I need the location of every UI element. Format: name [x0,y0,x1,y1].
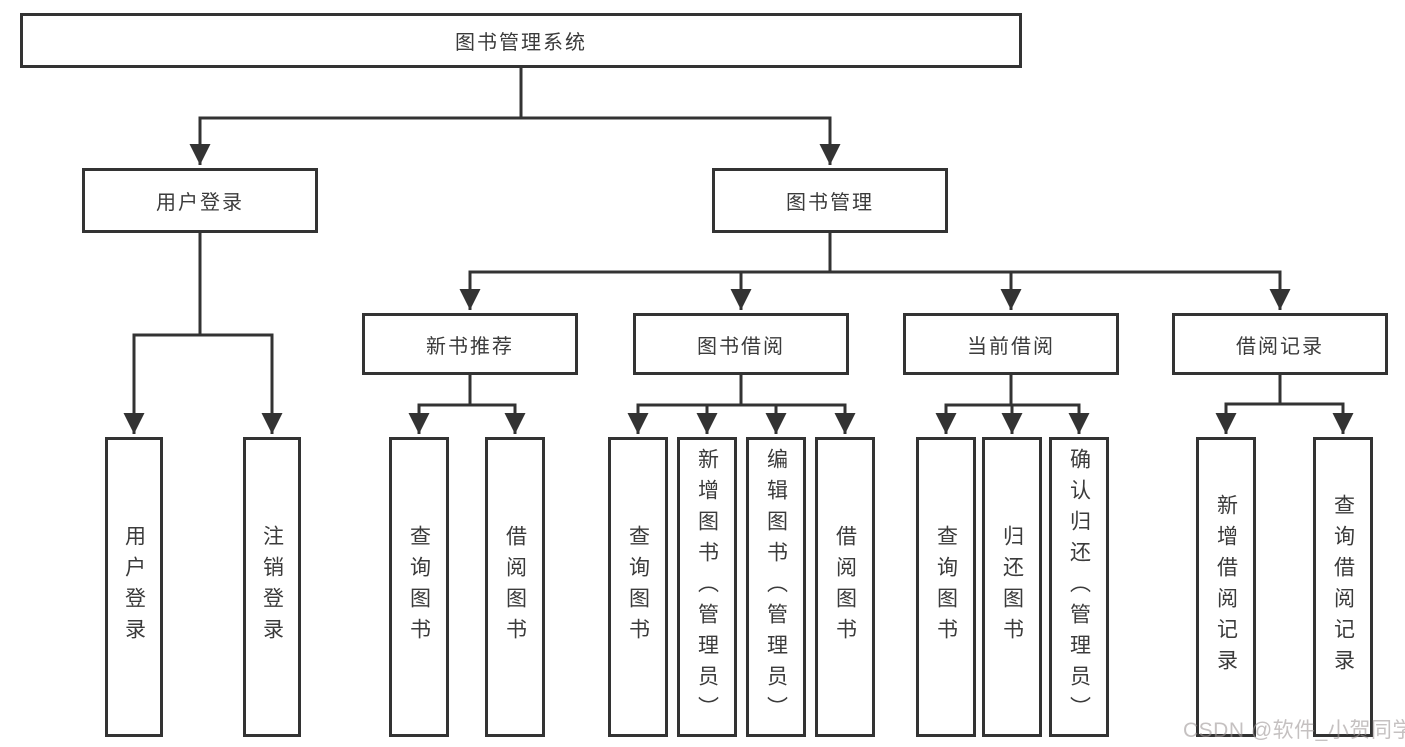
leaf-records-query-record: 查询借阅记录 [1313,437,1373,737]
node-new-book-recommend: 新书推荐 [362,313,578,375]
node-label: 当前借阅 [967,335,1055,358]
node-label: 用户登录 [122,525,146,649]
node-label: 图书借阅 [697,335,785,358]
node-label: 新增图书（管理员） [695,447,719,727]
node-label: 查询借阅记录 [1331,494,1355,680]
leaf-records-add-record: 新增借阅记录 [1196,437,1256,737]
node-label: 编辑图书（管理员） [764,447,788,727]
leaf-logout: 注销登录 [243,437,301,737]
node-label: 注销登录 [260,525,284,649]
leaf-current-return-books: 归还图书 [982,437,1042,737]
node-label: 新书推荐 [426,335,514,358]
node-label: 查询图书 [407,525,431,649]
node-label: 图书管理 [786,192,874,214]
leaf-user-login: 用户登录 [105,437,163,737]
node-current-borrowing: 当前借阅 [903,313,1119,375]
node-label: 借阅图书 [833,525,857,649]
node-label: 新增借阅记录 [1214,494,1238,680]
node-label: 确认归还（管理员） [1067,447,1091,727]
leaf-current-query-books: 查询图书 [916,437,976,737]
node-user-login: 用户登录 [82,168,318,233]
node-label: 查询图书 [934,525,958,649]
node-label: 用户登录 [156,192,244,214]
node-label: 图书管理系统 [455,32,587,54]
leaf-borrow-edit-books-admin: 编辑图书（管理员） [746,437,806,737]
node-library-system: 图书管理系统 [20,13,1022,68]
leaf-borrow-borrow-books: 借阅图书 [815,437,875,737]
leaf-recommend-query-books: 查询图书 [389,437,449,737]
leaf-borrow-add-books-admin: 新增图书（管理员） [677,437,737,737]
node-label: 借阅图书 [503,525,527,649]
node-book-borrowing: 图书借阅 [633,313,849,375]
node-borrowing-records: 借阅记录 [1172,313,1388,375]
leaf-borrow-query-books: 查询图书 [608,437,668,737]
node-label: 借阅记录 [1236,335,1324,358]
csdn-watermark: CSDN @软件_小贺同学 [1183,719,1405,742]
leaf-recommend-borrow-books: 借阅图书 [485,437,545,737]
leaf-current-confirm-return-admin: 确认归还（管理员） [1049,437,1109,737]
node-label: 归还图书 [1000,525,1024,649]
node-book-management: 图书管理 [712,168,948,233]
node-label: 查询图书 [626,525,650,649]
